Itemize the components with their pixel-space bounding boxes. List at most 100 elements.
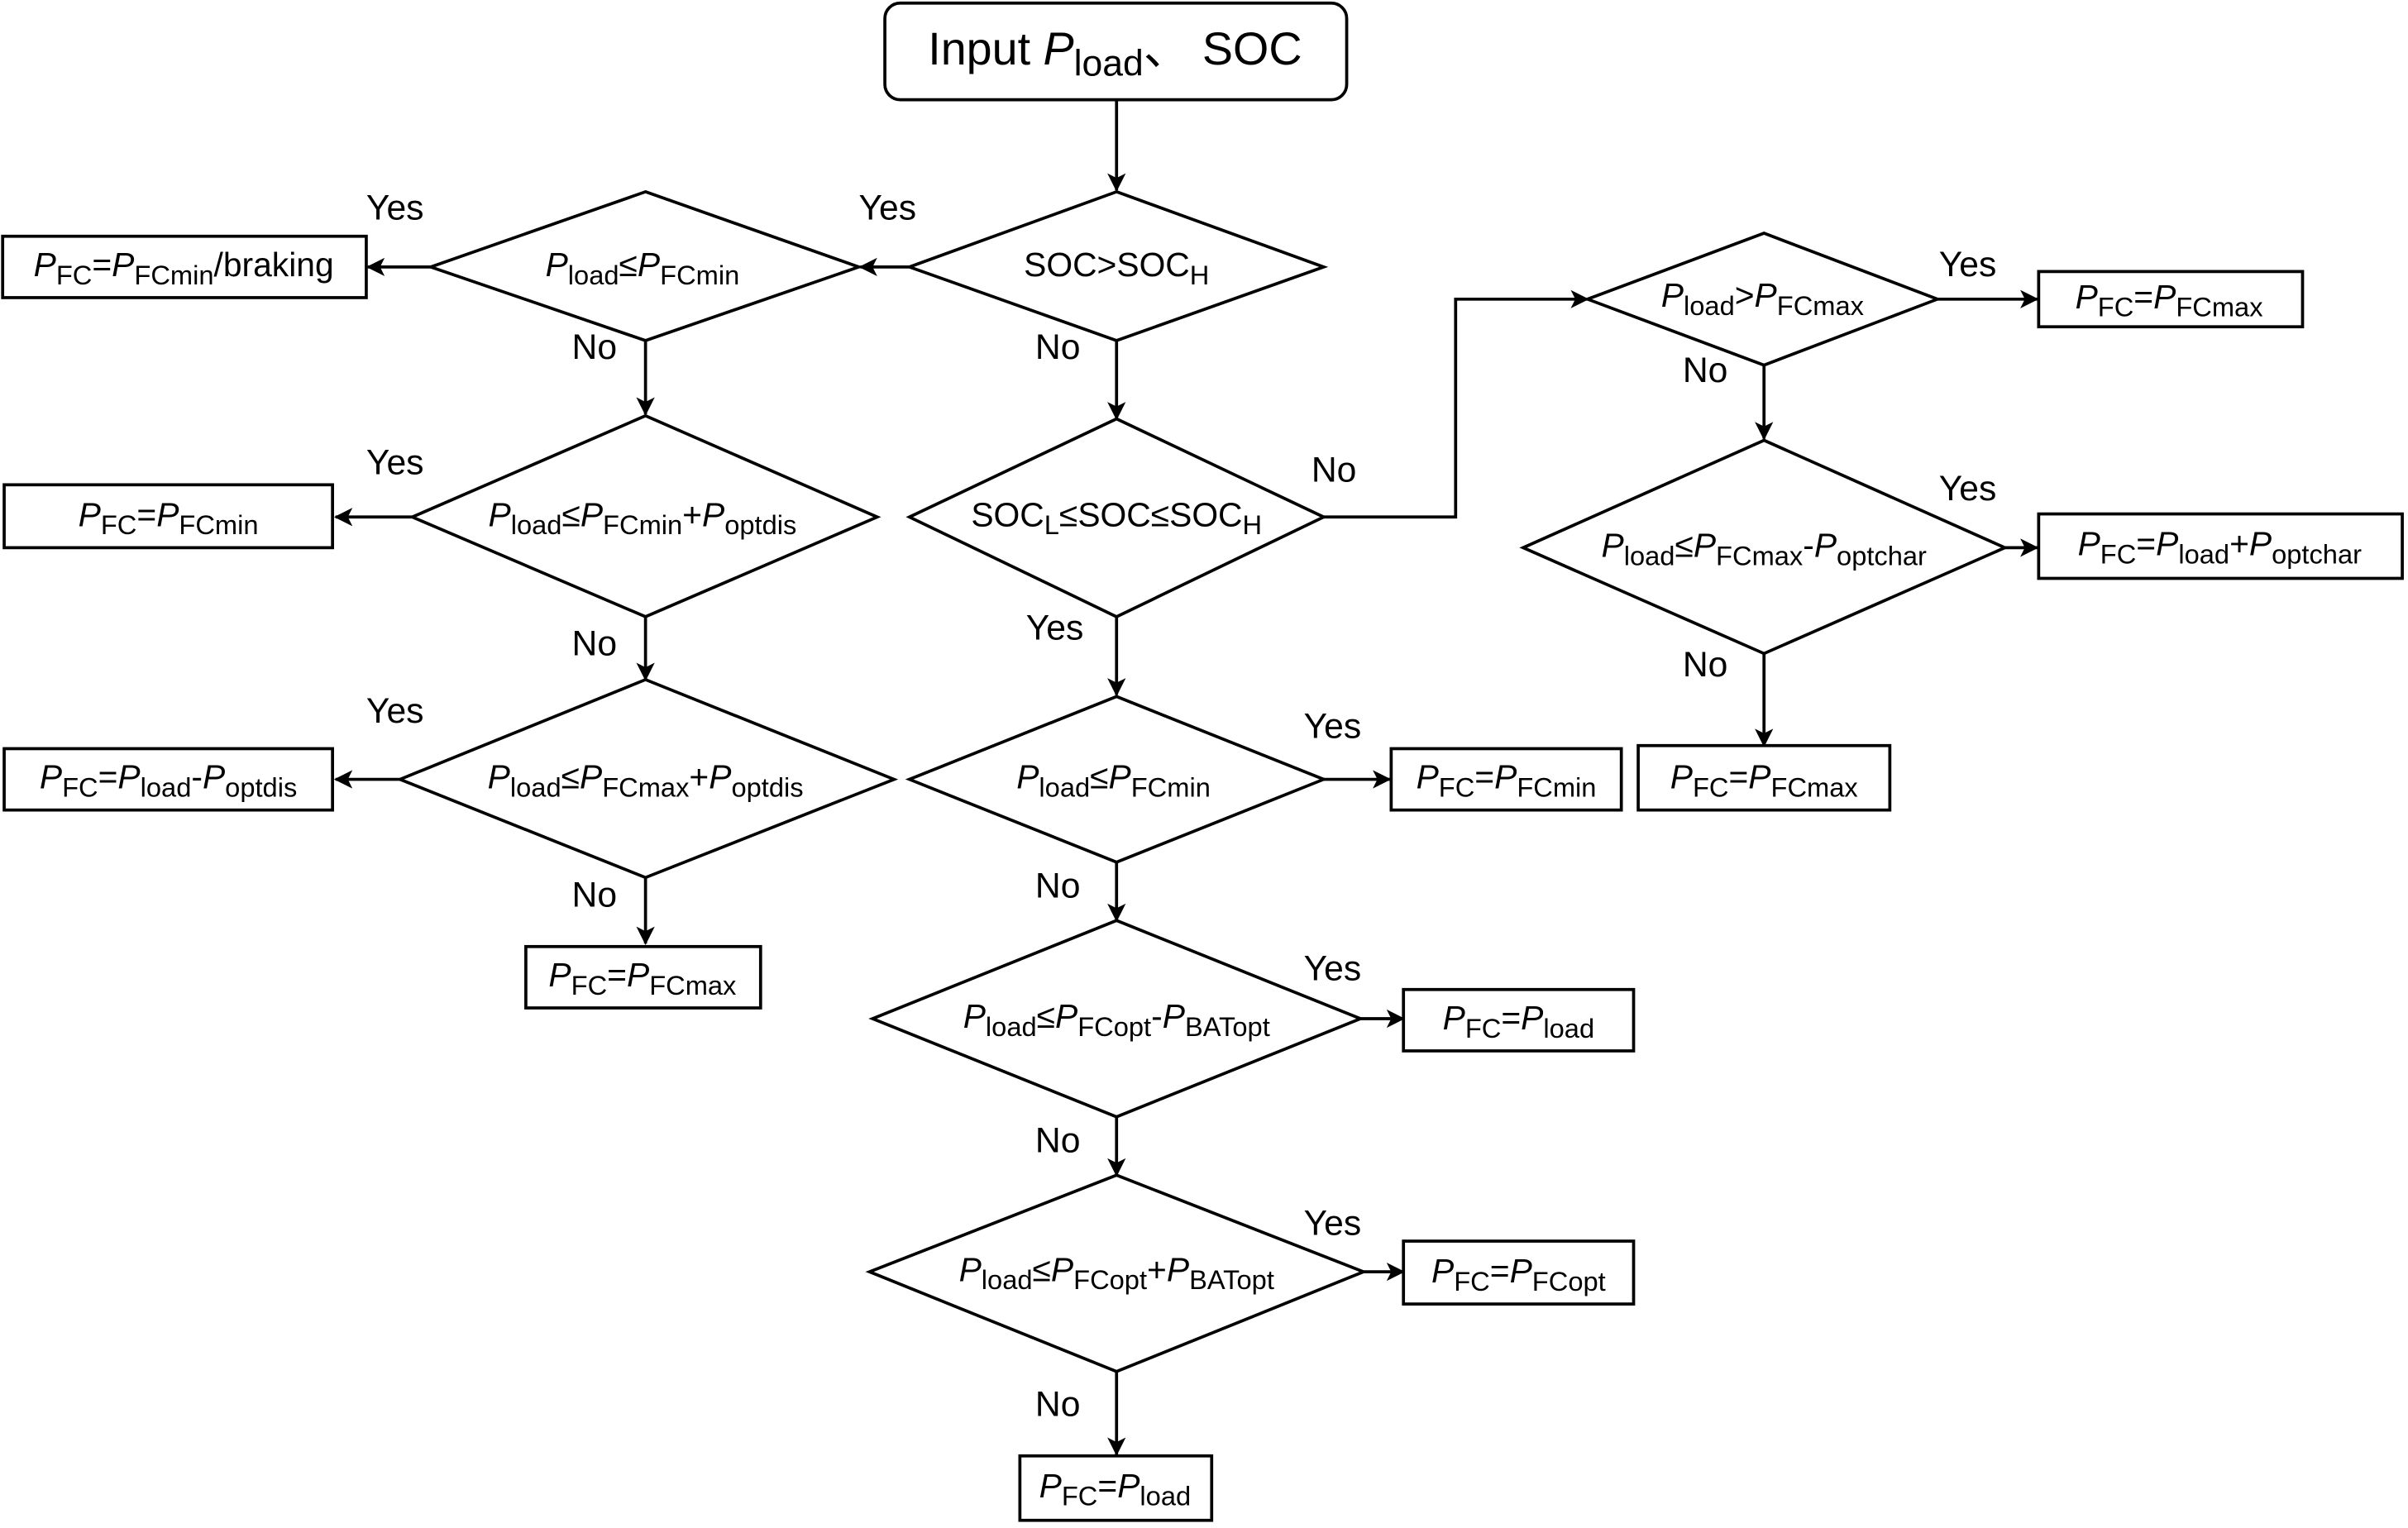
label-yes: Yes xyxy=(859,188,917,227)
variable-symbol: P xyxy=(548,956,571,994)
text-run: - xyxy=(1803,527,1814,565)
output-fcmin-mid xyxy=(1389,747,1623,812)
variable-symbol: P xyxy=(1670,758,1693,796)
subscript: FCmin xyxy=(134,260,213,290)
variable-symbol: P xyxy=(1055,997,1077,1035)
subscript: load xyxy=(1039,771,1090,802)
text-run: ≤ xyxy=(1675,527,1693,565)
label-no: No xyxy=(1035,866,1081,905)
output-fcmin-braking-text: PFC=PFCmin/braking xyxy=(34,246,334,290)
output-fcmax-right-top xyxy=(2037,270,2305,329)
output-fcmax-right-bottom xyxy=(1636,743,1892,812)
variable-symbol: P xyxy=(1109,758,1131,796)
variable-symbol: P xyxy=(34,246,56,284)
subscript: FC xyxy=(571,970,608,1000)
subscript: optdis xyxy=(731,771,803,802)
subscript: FC xyxy=(2100,538,2137,569)
variable-symbol: P xyxy=(1755,276,1777,314)
subscript: load xyxy=(1624,540,1675,571)
variable-symbol: P xyxy=(203,758,225,796)
output-fcmax-right-bottom-text: PFC=PFCmax xyxy=(1670,758,1858,803)
subscript: FC xyxy=(1465,1013,1502,1043)
label-yes: Yes xyxy=(366,188,424,227)
text-run: = xyxy=(98,758,118,796)
decision-load-le-fcmin-left xyxy=(426,189,864,342)
edges xyxy=(333,101,2039,1456)
subscript: H xyxy=(1243,509,1263,540)
output-load-plus-optchar xyxy=(2037,512,2404,580)
label-yes: Yes xyxy=(1304,1204,1362,1244)
decision-load-le-fcmax-optdis xyxy=(395,677,899,880)
decision-load-le-fcmax-optdis-text: Pload≤PFCmax+Poptdis xyxy=(488,758,804,803)
variable-symbol: P xyxy=(1039,1467,1062,1505)
variable-symbol: P xyxy=(1494,758,1517,796)
subscript: FCmax xyxy=(2176,292,2262,322)
output-load-plus-optchar-text: PFC=Pload+Poptchar xyxy=(2078,525,2363,570)
subscript: load xyxy=(1074,43,1144,84)
subscript: load xyxy=(2178,538,2229,569)
output-fcopt-text: PFC=PFCopt xyxy=(1431,1252,1606,1296)
text-run: > xyxy=(1735,276,1755,314)
text-run: - xyxy=(191,758,203,796)
subscript: FCmin xyxy=(179,509,258,540)
subscript: optchar xyxy=(2272,538,2362,569)
decision-load-le-fcmin-left-text: Pload≤PFCmin xyxy=(546,246,740,290)
subscript: FC xyxy=(1062,1481,1098,1511)
variable-symbol: P xyxy=(702,495,724,533)
variable-symbol: P xyxy=(1694,527,1716,565)
label-no: No xyxy=(1312,451,1357,490)
output-load-minus-optdis xyxy=(2,747,334,812)
subscript: optdis xyxy=(724,509,796,540)
decision-soc-high-text: SOC>SOCH xyxy=(1024,246,1209,290)
text-run: ≤ xyxy=(561,495,580,533)
subscript: optdis xyxy=(225,771,297,802)
decision-load-le-fcopt-minus-batopt xyxy=(868,919,1365,1119)
subscript: load xyxy=(1543,1013,1594,1043)
subscript: BATopt xyxy=(1189,1264,1274,1295)
subscript: FC xyxy=(1693,771,1729,802)
subscript: L xyxy=(1044,509,1059,540)
text-run: Input xyxy=(928,23,1043,74)
text-run: - xyxy=(1151,997,1163,1035)
text-run: SOC>SOC xyxy=(1024,246,1190,284)
label-no: No xyxy=(572,876,618,915)
output-fcmin-mid-text: PFC=PFCmin xyxy=(1417,758,1597,803)
output-load-mid xyxy=(1402,987,1636,1053)
label-no: No xyxy=(1035,1120,1081,1160)
subscript: load xyxy=(511,509,562,540)
decision-load-le-fcmin-optdis-text: Pload≤PFCmin+Poptdis xyxy=(489,495,797,540)
decision-load-gt-fcmax-text: Pload>PFCmax xyxy=(1661,276,1864,321)
subscript: FCmin xyxy=(603,509,682,540)
text-run: SOC xyxy=(971,495,1044,533)
decision-load-gt-fcmax xyxy=(1583,232,1942,367)
subscript: load xyxy=(141,771,192,802)
decision-soc-high xyxy=(905,189,1329,342)
start-node-text: Input Pload、 SOC xyxy=(928,23,1302,84)
subscript: FCmax xyxy=(602,771,689,802)
output-fcmax-left xyxy=(524,944,762,1010)
text-run: ≤ xyxy=(561,758,580,796)
subscript: BATopt xyxy=(1185,1011,1270,1042)
text-run: = xyxy=(1501,999,1521,1037)
subscript: FCopt xyxy=(1532,1266,1606,1296)
output-fcmin-braking xyxy=(1,234,368,299)
variable-symbol: P xyxy=(1163,997,1185,1035)
subscript: FCmax xyxy=(1716,540,1803,571)
subscript: FC xyxy=(1439,771,1475,802)
subscript: FC xyxy=(2098,292,2134,322)
subscript: H xyxy=(1190,260,1210,290)
output-fcmin-left-text: PFC=PFCmin xyxy=(79,495,259,540)
variable-symbol: P xyxy=(2153,278,2176,316)
decision-load-le-fcmin-mid xyxy=(905,695,1328,864)
variable-symbol: P xyxy=(1431,1252,1454,1290)
label-yes: Yes xyxy=(1939,245,1997,284)
output-load-minus-optdis-text: PFC=Pload-Poptdis xyxy=(40,758,297,803)
edge-socl-r1 xyxy=(1323,289,1589,519)
subscript: FCmax xyxy=(1777,290,1864,321)
decision-load-le-fcmin-optdis xyxy=(408,413,882,618)
decision-load-le-fcmin-mid-text: Pload≤PFCmin xyxy=(1016,758,1211,803)
subscript: FCmax xyxy=(649,970,736,1000)
variable-symbol: P xyxy=(959,1250,982,1288)
text-run: = xyxy=(1097,1467,1117,1505)
